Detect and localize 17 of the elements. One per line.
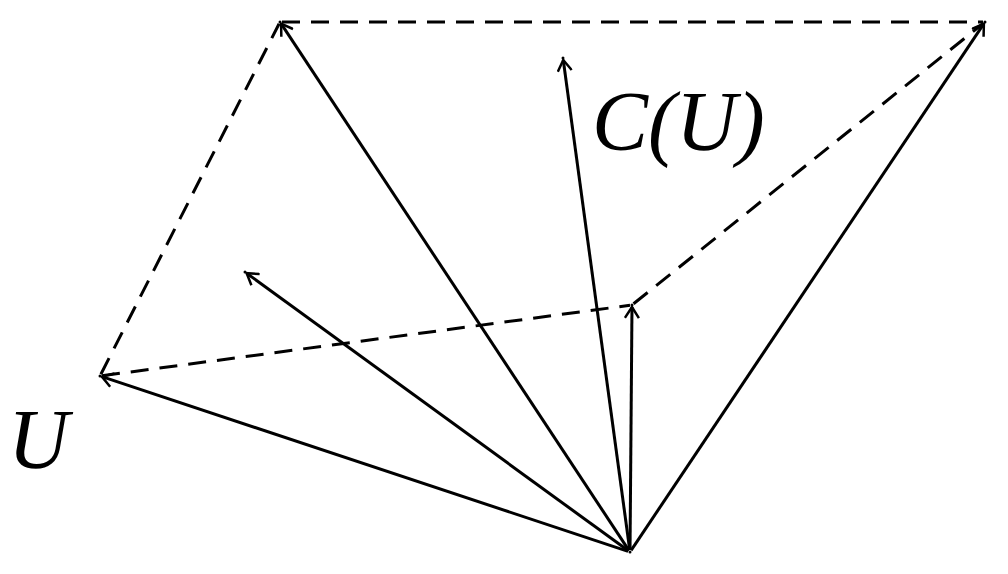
vector-arrow [623,305,641,550]
vector-point [983,20,987,24]
vector-point [561,56,565,60]
vector-arrow [100,372,629,553]
vector-point [628,550,632,554]
dashed-line [101,303,631,378]
vector-arrow [245,271,630,553]
dashed-line [99,23,281,375]
dashed-line [282,20,983,24]
vector-arrow [279,22,631,552]
dashed-line [632,22,985,305]
vector-point [278,20,282,24]
vector-point [98,374,102,378]
vector-point [243,270,247,274]
vector-arrow [556,58,632,551]
vector-arrow [629,22,986,552]
vector-point [630,303,634,307]
